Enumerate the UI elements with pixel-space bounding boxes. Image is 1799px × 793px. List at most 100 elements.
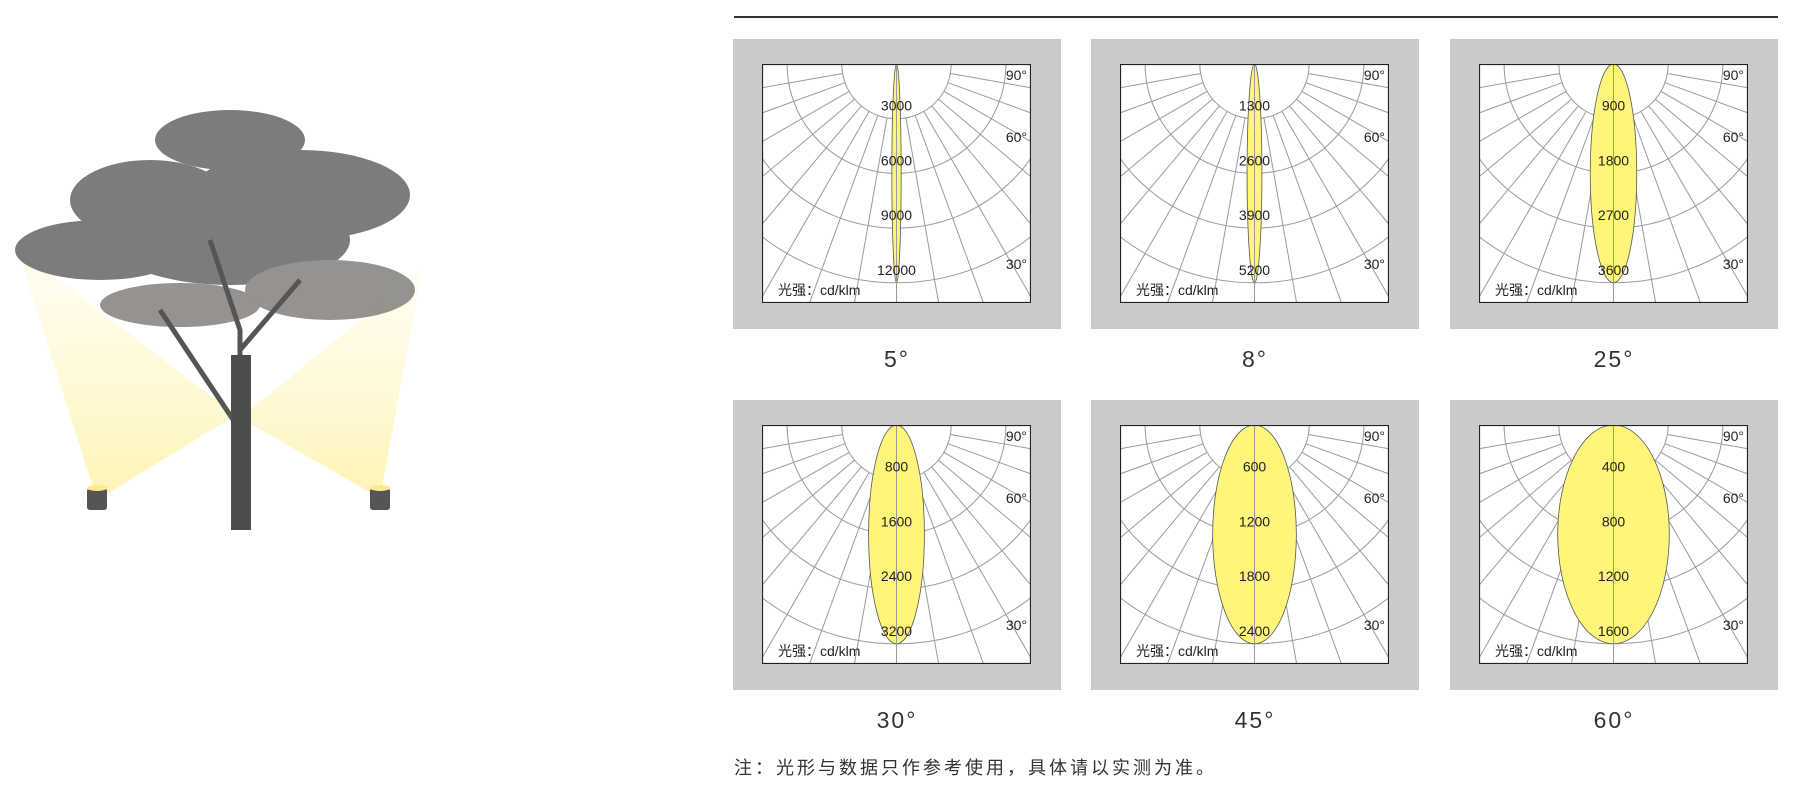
chart-frame (1120, 425, 1389, 664)
polar-radial-line (762, 111, 870, 298)
ring-value-label: 2600 (1239, 152, 1270, 168)
unit-label: 光强：cd/klm (778, 643, 860, 659)
polar-radial-line (1631, 115, 1702, 303)
ring-value-label: 1200 (1239, 513, 1270, 529)
unit-label: 光强：cd/klm (1495, 643, 1577, 659)
polar-radial-line (1120, 105, 1220, 226)
angle-label: 30° (1364, 256, 1385, 272)
polar-radial-line (1211, 117, 1246, 303)
tree-uplight-illustration (15, 110, 422, 530)
ring-value-label: 3000 (881, 98, 912, 114)
beam-angle-label: 8° (1242, 346, 1268, 372)
polar-radial-line (1308, 73, 1389, 89)
polar-radial-line (1479, 451, 1567, 504)
angle-label: 30° (1364, 617, 1385, 633)
angle-label: 60° (1364, 490, 1385, 506)
polar-radial-line (1664, 443, 1748, 475)
left-light-cone (17, 248, 236, 500)
polar-radial-line (1479, 434, 1560, 450)
polar-radial-line (947, 443, 1031, 475)
polar-radial-line (1660, 451, 1748, 504)
polar-radial-line (762, 459, 855, 539)
beam-angle-label: 60° (1593, 707, 1635, 733)
polar-radial-line (1655, 98, 1748, 178)
chart-frame (1120, 64, 1389, 303)
polar-radial-line (1479, 105, 1579, 226)
polar-radial-line (762, 98, 855, 178)
beam-angle-label: 30° (876, 707, 918, 733)
polar-radial-line (905, 117, 940, 303)
polar-radial-line (762, 82, 846, 114)
footnote: 注：光形与数据只作参考使用，具体请以实测为准。 (734, 758, 1217, 778)
polar-radial-line (1296, 98, 1389, 178)
polar-radial-line (1281, 111, 1389, 298)
polar-radial-line (1120, 434, 1201, 450)
ring-value-label: 2400 (881, 568, 912, 584)
polar-radial-line (1648, 105, 1748, 226)
ring-value-label: 1800 (1598, 152, 1629, 168)
ring-value-label: 3200 (881, 623, 912, 639)
polar-radial-line (1120, 73, 1201, 89)
polar-radial-line (931, 466, 1031, 587)
beam-angle-label: 25° (1593, 346, 1635, 372)
polar-radial-line (914, 115, 985, 303)
angle-label: 30° (1006, 256, 1027, 272)
polar-radial-line (1120, 111, 1228, 298)
polar-radial-line (1301, 90, 1389, 143)
beam-angle-label: 5° (884, 346, 910, 372)
unit-label: 光强：cd/klm (1495, 282, 1577, 298)
right-fixture (370, 485, 390, 510)
polar-radial-line (1667, 434, 1748, 450)
polar-radial-line (1479, 472, 1587, 659)
polar-radial-line (1479, 466, 1579, 587)
unit-label: 光强：cd/klm (1136, 643, 1218, 659)
chart-frame (1479, 425, 1748, 664)
angle-label: 60° (1723, 490, 1744, 506)
polar-radial-line (1296, 459, 1389, 539)
polar-radial-line (947, 82, 1031, 114)
polar-radial-line (808, 115, 879, 303)
ring-value-label: 1600 (1598, 623, 1629, 639)
polar-radial-line (1120, 82, 1204, 114)
ring-value-label: 5200 (1239, 262, 1270, 278)
ring-value-label: 1300 (1239, 98, 1270, 114)
ring-value-label: 3600 (1598, 262, 1629, 278)
polar-radial-line (943, 90, 1031, 143)
chart-frame (762, 64, 1031, 303)
unit-label: 光强：cd/klm (778, 282, 860, 298)
polar-radial-line (1289, 105, 1389, 226)
polar-radial-line (1525, 115, 1596, 303)
ring-value-label: 800 (1602, 513, 1626, 529)
polar-radial-line (950, 434, 1031, 450)
angle-label: 90° (1364, 428, 1385, 444)
polar-radial-line (808, 476, 879, 664)
polar-radial-line (1305, 443, 1389, 475)
polar-radial-line (762, 73, 843, 89)
polar-radial-line (1289, 466, 1389, 587)
ring-value-label: 6000 (881, 152, 912, 168)
polar-radial-line (762, 434, 843, 450)
polar-radial-line (1120, 98, 1213, 178)
polar-radial-line (1305, 82, 1389, 114)
polar-radial-line (923, 472, 1031, 659)
beam-angle-label: 45° (1234, 707, 1276, 733)
polar-radial-line (950, 73, 1031, 89)
angle-label: 90° (1364, 67, 1385, 83)
polar-radial-line (1479, 98, 1572, 178)
angle-label: 60° (1364, 129, 1385, 145)
polar-radial-line (1479, 443, 1563, 475)
polar-radial-line (938, 459, 1031, 539)
angle-label: 90° (1006, 428, 1027, 444)
angle-label: 30° (1723, 256, 1744, 272)
polar-radial-line (762, 466, 862, 587)
angle-label: 60° (1723, 129, 1744, 145)
ring-value-label: 1800 (1239, 568, 1270, 584)
polar-radial-line (1120, 451, 1208, 504)
